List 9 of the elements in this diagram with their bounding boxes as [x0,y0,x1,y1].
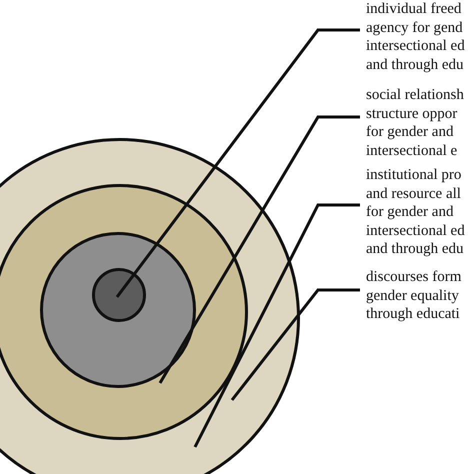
leader-line [230,288,360,401]
level-description: individual freed agency for gend intersectional ed and through edu [366,0,474,74]
ring-circle [92,268,146,322]
level-description: social relationsh structure oppor for gender and intersectional e [366,86,474,160]
leader-line [116,28,360,298]
level-description: discourses form gender equality through educati [366,268,474,324]
leader-line [158,116,360,384]
level-description: institutional pro and resource all for gender and intersectional ed and through edu [366,166,474,258]
leader-line [194,204,360,448]
